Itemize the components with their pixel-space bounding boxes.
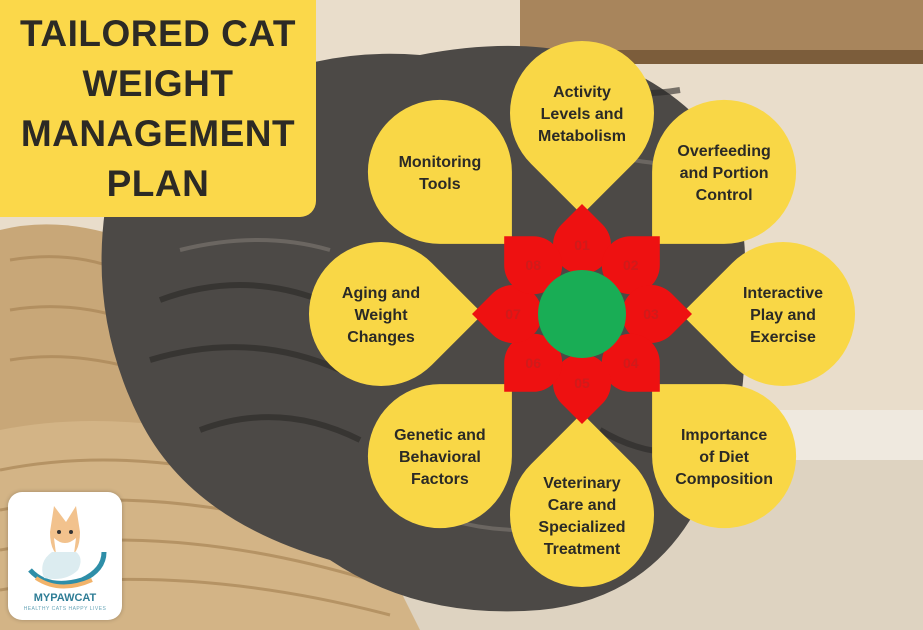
- step-number-06: 06: [525, 355, 541, 371]
- step-number-drop-01: [553, 204, 612, 275]
- page-title: TAILORED CAT WEIGHT MANAGEMENT PLAN: [20, 12, 296, 204]
- cat-logo-icon: [28, 506, 107, 589]
- step-number-drop-02: [601, 236, 660, 295]
- step-petal-04: [652, 384, 797, 529]
- step-petal-02: [652, 99, 797, 244]
- step-petal-05: [510, 413, 655, 588]
- step-number-drop-05: [553, 353, 611, 424]
- logo-tagline: HEALTHY CATS HAPPY LIVES: [23, 606, 107, 612]
- title-panel: TAILORED CAT WEIGHT MANAGEMENT PLAN: [0, 0, 316, 217]
- step-petal-06: [367, 384, 512, 529]
- step-number-07: 07: [505, 306, 521, 322]
- step-number-05: 05: [574, 375, 590, 391]
- step-number-04: 04: [623, 355, 639, 371]
- step-number-drop-07: [472, 285, 543, 343]
- step-petal-03: [681, 242, 856, 386]
- step-number-drop-04: [601, 333, 660, 392]
- step-petal-07: [308, 242, 483, 386]
- step-petal-01: [510, 40, 655, 215]
- step-number-01: 01: [574, 237, 590, 253]
- step-number-drop-08: [504, 236, 563, 295]
- step-number-02: 02: [623, 257, 639, 273]
- center-circle: [538, 270, 626, 358]
- logo-name: MYPAWCAT: [33, 592, 97, 604]
- step-petal-08: [367, 99, 512, 244]
- logo-card: MYPAWCAT HEALTHY CATS HAPPY LIVES: [8, 492, 122, 620]
- step-number-08: 08: [525, 257, 541, 273]
- step-number-drop-06: [504, 333, 563, 392]
- step-number-drop-03: [621, 285, 692, 344]
- step-number-03: 03: [643, 306, 659, 322]
